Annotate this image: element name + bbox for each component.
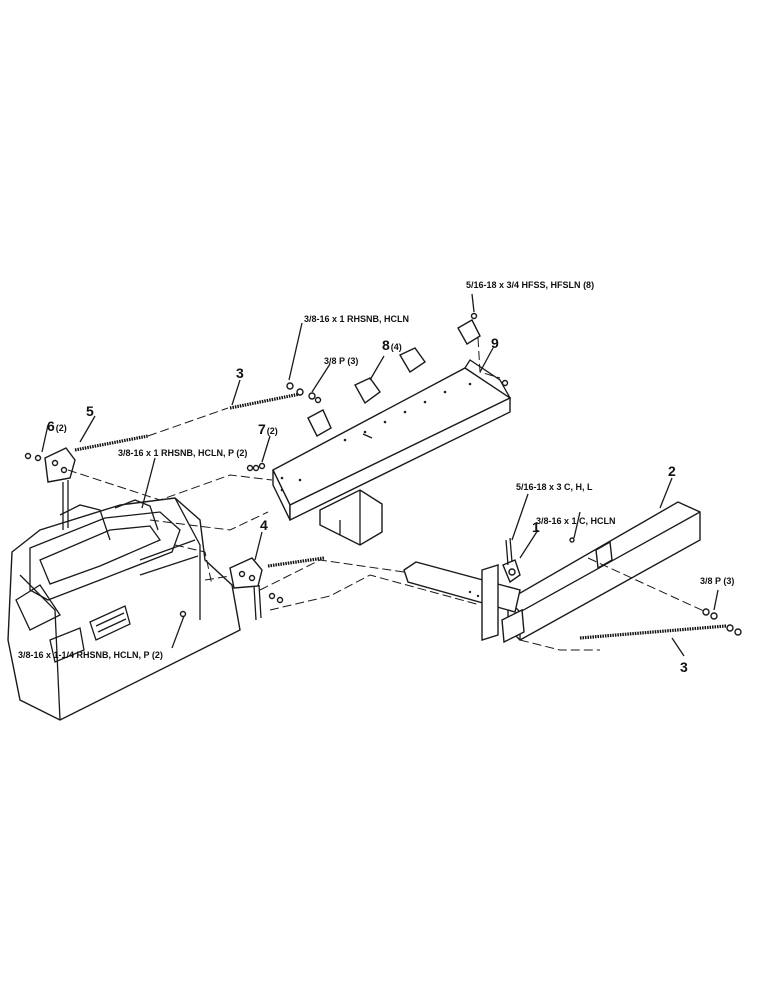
leader-lines — [41, 293, 719, 657]
plate-part-5 — [44, 447, 76, 530]
label-hardware-rhsnb-mid: 3/8-16 x 1 RHSNB, HCLN, P (2) — [118, 448, 247, 458]
plate-part-4 — [229, 557, 263, 621]
callout-4: 4 — [260, 517, 268, 533]
callout-3-lower: 3 — [680, 659, 688, 675]
label-hardware-hfss: 5/16-18 x 3/4 HFSS, HFSLN (8) — [466, 280, 594, 290]
tie-rods-part-3 — [74, 392, 727, 640]
machine-body — [7, 497, 241, 721]
label-hardware-rhsnb-bottom: 3/8-16 x 1-1/4 RHSNB, HCLN, P (2) — [18, 650, 163, 660]
callout-1: 1 — [532, 519, 540, 535]
callout-6: 6(2) — [47, 418, 67, 434]
frame-beam-part-2 — [403, 501, 701, 644]
label-hardware-p3-right: 3/8 P (3) — [700, 576, 734, 586]
callout-9: 9 — [491, 335, 499, 351]
hardware — [24, 312, 742, 636]
callout-7: 7(2) — [258, 421, 278, 437]
shims-part-8 — [307, 319, 481, 437]
label-hardware-rhsnb-top: 3/8-16 x 1 RHSNB, HCLN — [304, 314, 409, 324]
callout-5: 5 — [86, 403, 94, 419]
shelf-part-9 — [272, 359, 512, 546]
label-hardware-c-hcln: 3/8-16 x 1 C, HCLN — [536, 516, 616, 526]
callout-3-upper: 3 — [236, 365, 244, 381]
bracket-part-1 — [502, 537, 521, 584]
assembly-lines — [67, 337, 707, 651]
callout-8: 8(4) — [382, 337, 402, 353]
callout-2: 2 — [668, 463, 676, 479]
label-hardware-c-hl: 5/16-18 x 3 C, H, L — [516, 482, 593, 492]
label-hardware-p3-left: 3/8 P (3) — [324, 356, 358, 366]
